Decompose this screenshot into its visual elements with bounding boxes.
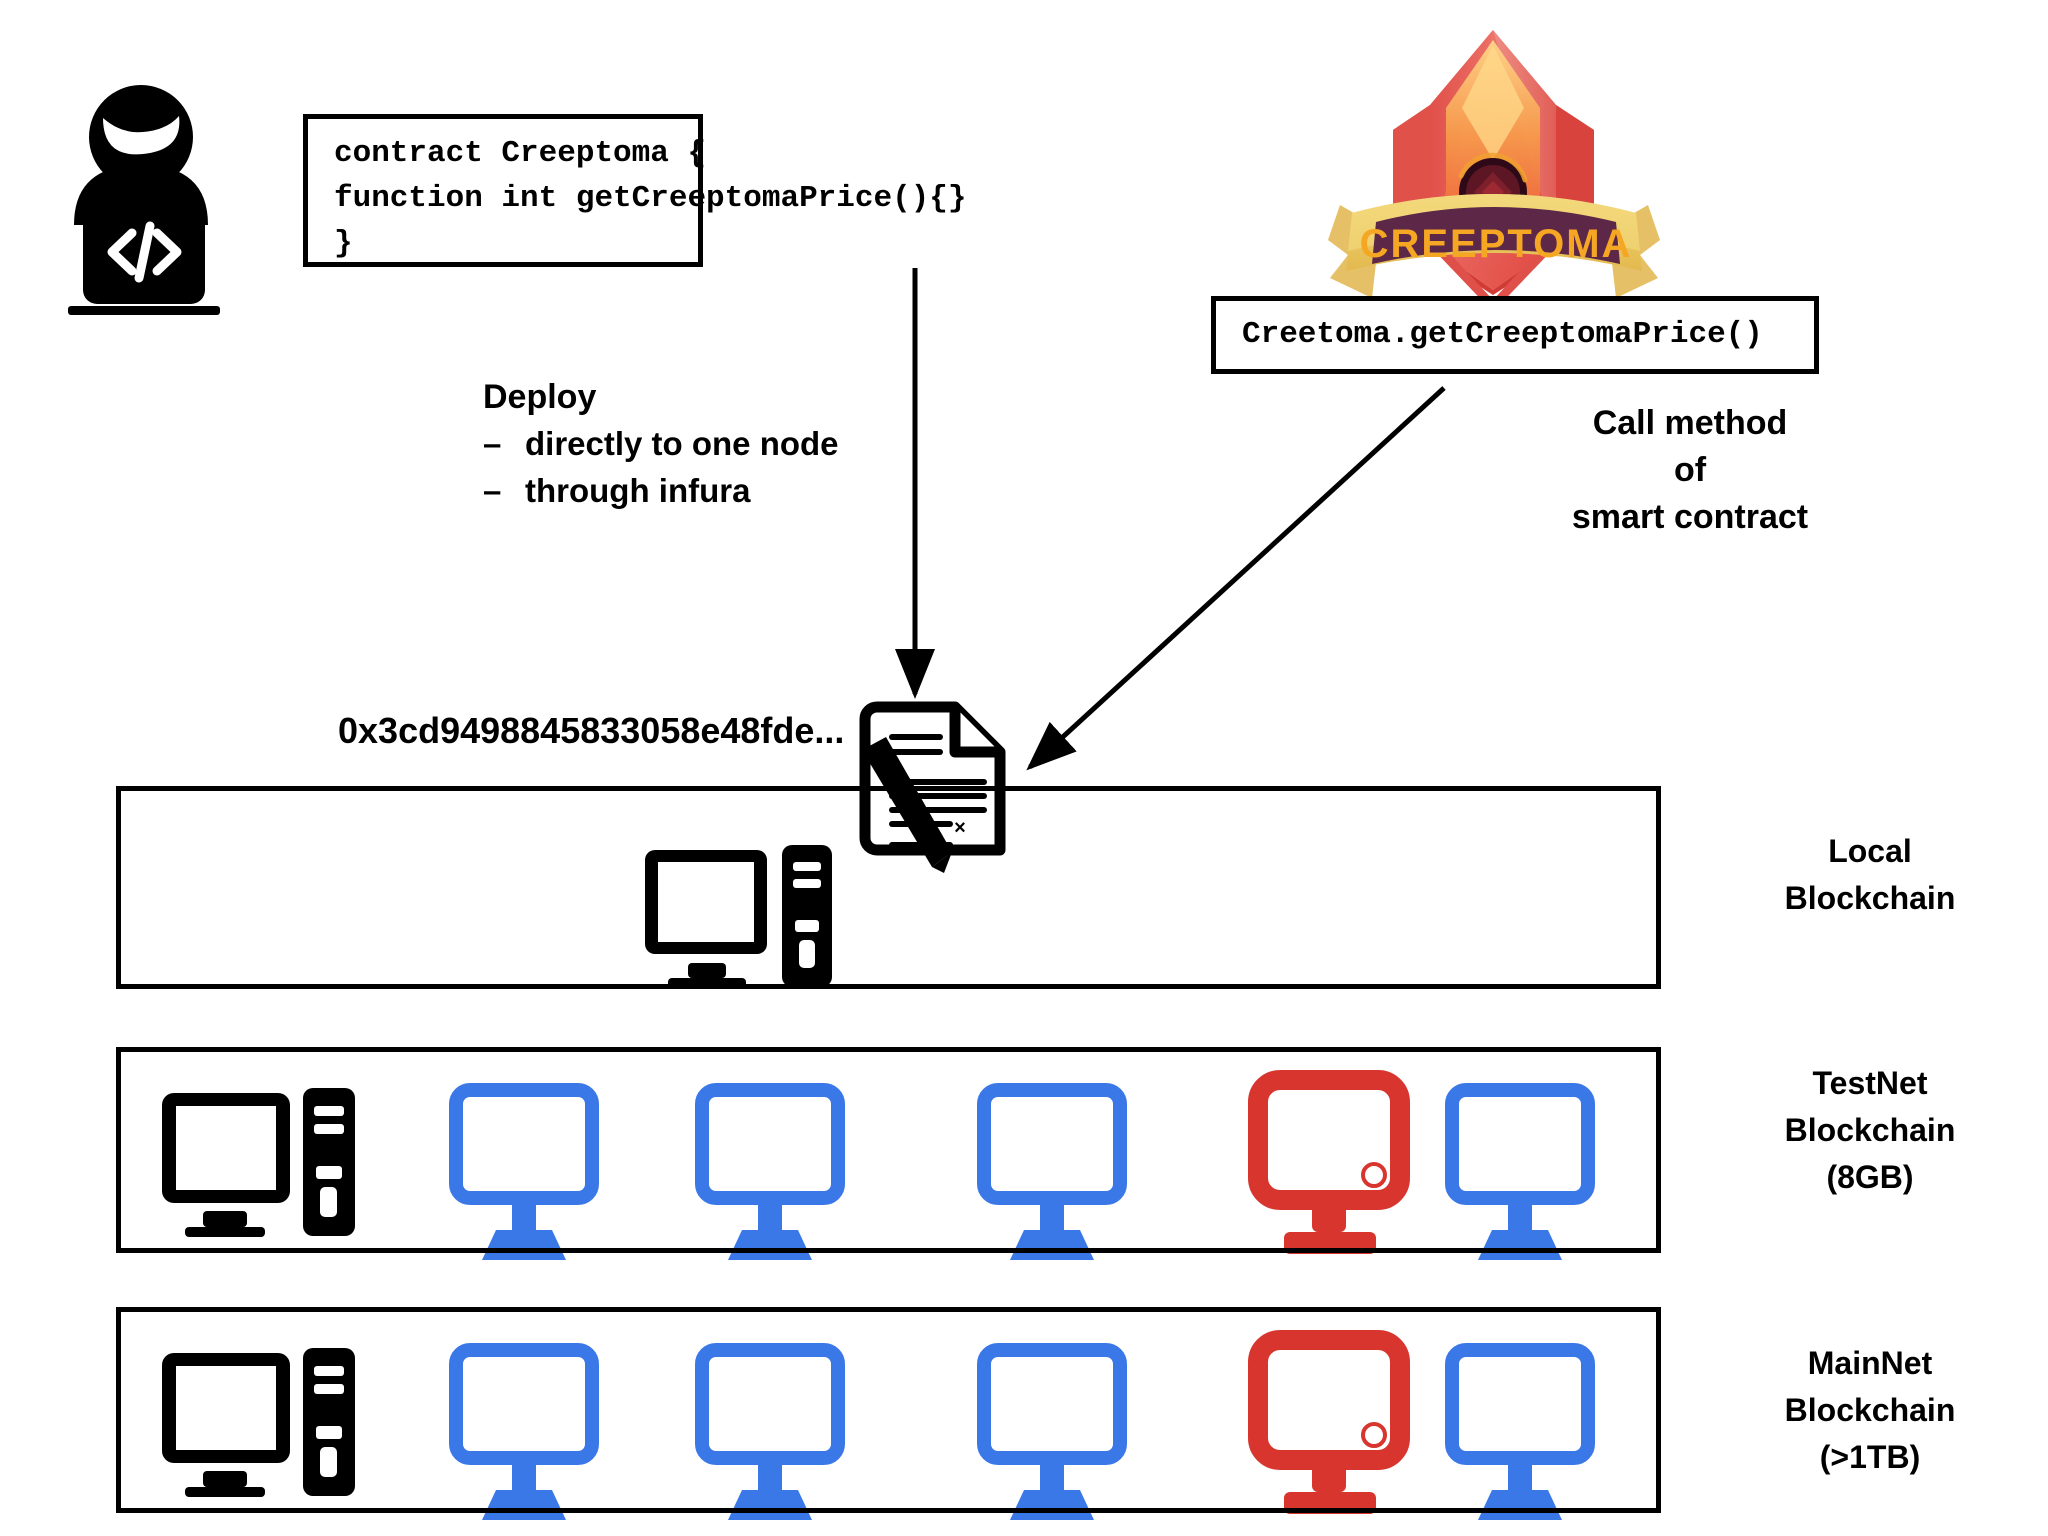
chain-node-testnet-0 [162,1088,355,1237]
deploy-title: Deploy [483,378,597,416]
chain-label-local: Local Blockchain [1784,833,1956,916]
call-method-code-box: Creetoma.getCreeptomaPrice() [1211,296,1819,374]
signed-contract-document-icon: × [859,701,1006,873]
chain-node-local-0 [645,845,832,988]
deploy-dash-icon: – [483,472,502,509]
deploy-bullet-0: –directly to one node [483,425,839,463]
chain-label-mainnet: MainNet Blockchain (>1TB) [1784,1345,1956,1475]
deploy-bullet-0-label: directly to one node [525,425,839,462]
chain-label-testnet: TestNet Blockchain (8GB) [1784,1065,1956,1195]
developer-laptop-icon [68,85,220,315]
crystal-icon [1393,30,1594,312]
contract-code-box: contract Creeptoma { function int getCre… [303,114,967,267]
chain-box-mainnet [116,1307,1661,1513]
banner-inner-plate [1372,207,1620,264]
deploy-bullet-1-label: through infura [525,472,751,509]
pen-icon [862,737,952,867]
contract-address-hash: 0x3cd9498845833058e48fde... [338,710,845,751]
signature-x-mark: × [954,817,966,839]
chain-box-local [116,786,1661,989]
deploy-dash-icon: – [483,425,502,462]
deploy-bullet-1: –through infura [483,472,750,510]
logo-text: CREEPTOMA [1360,222,1633,266]
call-arrow-diagonal [1026,386,1446,771]
chain-node-mainnet-0 [162,1348,355,1497]
chain-box-testnet [116,1047,1661,1253]
call-method-label: Call method of smart contract [1571,404,1809,536]
creeptoma-logo: CREEPTOMA [1328,30,1660,312]
